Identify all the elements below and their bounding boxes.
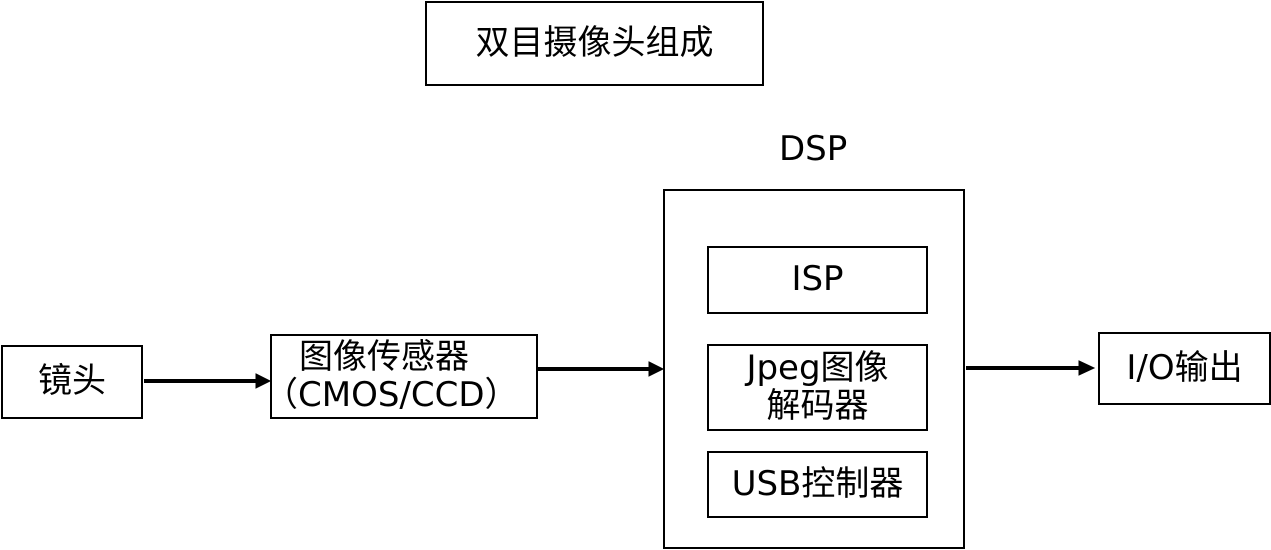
arrowhead-sensor-to-dsp — [648, 361, 665, 377]
image-sensor-box: 图像传感器 （CMOS/CCD） — [264, 334, 538, 419]
isp-label: ISP — [791, 259, 844, 300]
jpeg-decoder-label-line2: 解码器 — [766, 385, 869, 426]
image-sensor-label: 图像传感器 — [299, 337, 469, 378]
io-output-box: I/O输出 — [1098, 332, 1271, 405]
diagram-title: 双目摄像头组成 — [475, 22, 714, 63]
image-sensor-type-label: （CMOS/CCD） — [264, 374, 519, 415]
arrowhead-dsp-to-io — [1078, 360, 1096, 376]
jpeg-decoder-label-line1: Jpeg图像 — [746, 348, 889, 389]
jpeg-decoder-box: Jpeg图像 解码器 — [707, 344, 928, 431]
dsp-label: DSP — [779, 129, 848, 169]
arrowhead-lens-to-sensor — [255, 373, 272, 389]
usb-controller-box: USB控制器 — [707, 451, 928, 518]
isp-box: ISP — [707, 246, 928, 314]
diagram-title-box: 双目摄像头组成 — [425, 1, 764, 86]
usb-controller-label: USB控制器 — [731, 463, 904, 504]
lens-box: 镜头 — [1, 345, 143, 419]
io-output-label: I/O输出 — [1126, 347, 1243, 388]
lens-label: 镜头 — [38, 361, 106, 402]
